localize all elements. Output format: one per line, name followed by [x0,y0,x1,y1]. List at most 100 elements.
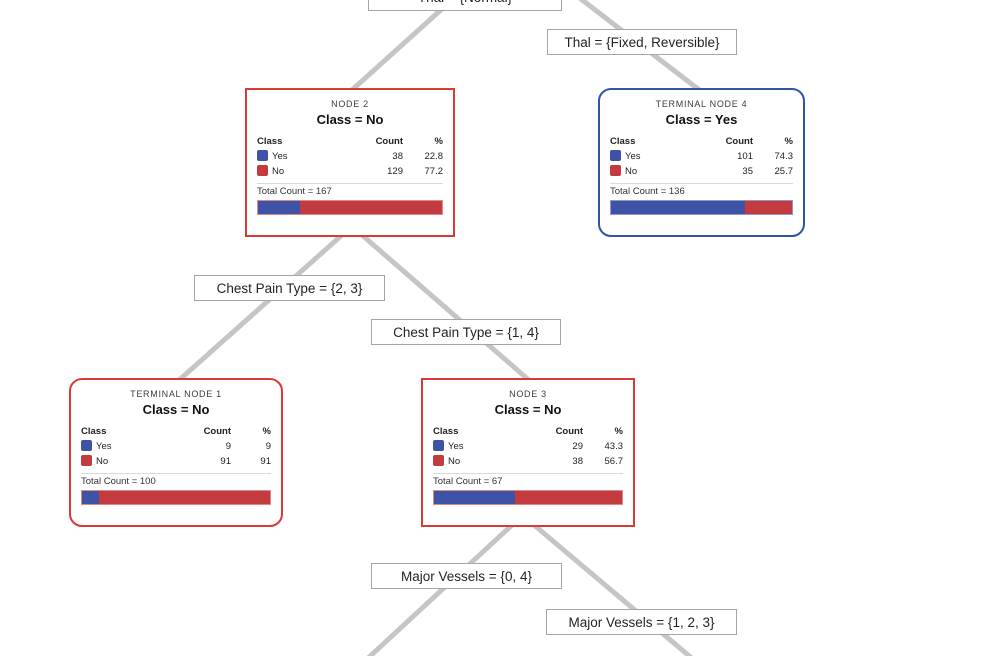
stats-table-header: Class Count % [433,426,623,437]
class-distribution-bar [257,200,443,215]
col-header-count: Count [375,136,403,147]
yes-color-swatch [433,440,444,451]
yes-color-swatch [610,150,621,161]
stats-table-header: Class Count % [610,136,793,147]
no-color-swatch [433,455,444,466]
table-row: Yes 29 43.3 [433,440,623,452]
row-count: 129 [387,165,403,177]
row-pct: 91 [260,455,271,467]
edge-label-major-vessels-1-2-3: Major Vessels = {1, 2, 3} [546,609,737,635]
edge-label-chest-pain-1-4: Chest Pain Type = {1, 4} [371,319,561,345]
connector-line [366,523,514,656]
class-distribution-bar [433,490,623,505]
row-label: Yes [625,151,641,162]
table-row: Yes 9 9 [81,440,271,452]
edge-label-thal-normal: Thal = {Normal} [368,0,562,11]
row-pct: 56.7 [604,455,624,467]
divider [610,183,793,184]
col-header-pct: % [614,426,623,437]
connector-line [360,233,533,384]
bar-segment-no [299,201,442,214]
bar-segment-no [515,491,622,504]
bar-segment-no [745,201,792,214]
col-header-pct: % [262,426,271,437]
bar-segment-yes [611,201,746,214]
node-class-assignment: Class = No [316,112,384,127]
table-row: No 35 25.7 [610,165,793,177]
tree-node-2[interactable]: NODE 2 Class = No Class Count % Yes 38 2… [245,88,455,237]
row-count: 35 [742,165,753,177]
class-distribution-bar [610,200,793,215]
stats-table-header: Class Count % [81,426,271,437]
node-title: TERMINAL NODE 1 [130,389,222,399]
bar-segment-no [98,491,270,504]
divider [433,473,623,474]
row-label: Yes [272,151,288,162]
row-label: No [96,456,109,467]
table-row: No 38 56.7 [433,455,623,467]
table-row: Yes 101 74.3 [610,150,793,162]
table-row: Yes 38 22.8 [257,150,443,162]
col-header-class: Class [610,136,636,147]
row-count: 29 [572,440,583,452]
stats-table-header: Class Count % [257,136,443,147]
connector-line [175,233,344,384]
row-label: No [448,456,461,467]
row-count: 38 [392,150,403,162]
total-count: Total Count = 100 [81,476,156,487]
node-title: TERMINAL NODE 4 [655,99,748,109]
class-distribution-bar [81,490,271,505]
edge-label-chest-pain-2-3: Chest Pain Type = {2, 3} [194,275,385,301]
node-class-assignment: Class = Yes [665,112,738,127]
yes-color-swatch [81,440,92,451]
row-count: 9 [225,440,231,452]
node-class-assignment: Class = No [494,402,562,417]
row-count: 101 [737,150,753,162]
row-pct: 22.8 [424,150,444,162]
row-count: 38 [572,455,583,467]
node-title: NODE 2 [331,99,369,109]
col-header-count: Count [555,426,583,437]
row-pct: 43.3 [604,440,624,452]
row-pct: 9 [265,440,271,452]
row-label: Yes [448,441,464,452]
bar-segment-yes [434,491,516,504]
divider [257,183,443,184]
terminal-node-4[interactable]: TERMINAL NODE 4 Class = Yes Class Count … [598,88,805,237]
table-row: No 91 91 [81,455,271,467]
col-header-pct: % [784,136,793,147]
col-header-pct: % [434,136,443,147]
edge-label-major-vessels-0-4: Major Vessels = {0, 4} [371,563,562,589]
row-pct: 77.2 [424,165,444,177]
edge-label-thal-fixed-reversible: Thal = {Fixed, Reversible} [547,29,737,55]
terminal-node-1[interactable]: TERMINAL NODE 1 Class = No Class Count %… [69,378,283,527]
node-class-assignment: Class = No [142,402,210,417]
no-color-swatch [257,165,268,176]
tree-node-3[interactable]: NODE 3 Class = No Class Count % Yes 29 4… [421,378,635,527]
total-count: Total Count = 136 [610,186,685,197]
col-header-count: Count [203,426,231,437]
connector-line [532,523,694,656]
row-label: Yes [96,441,112,452]
table-row: No 129 77.2 [257,165,443,177]
col-header-class: Class [433,426,459,437]
total-count: Total Count = 67 [433,476,503,487]
row-label: No [625,166,638,177]
yes-color-swatch [257,150,268,161]
no-color-swatch [81,455,92,466]
bar-segment-yes [82,491,99,504]
col-header-class: Class [257,136,283,147]
total-count: Total Count = 167 [257,186,332,197]
row-label: No [272,166,285,177]
bar-segment-yes [258,201,300,214]
row-pct: 25.7 [774,165,794,177]
row-count: 91 [220,455,231,467]
row-pct: 74.3 [774,150,794,162]
no-color-swatch [610,165,621,176]
col-header-count: Count [725,136,753,147]
col-header-class: Class [81,426,107,437]
connector-line [350,6,445,92]
node-title: NODE 3 [509,389,547,399]
